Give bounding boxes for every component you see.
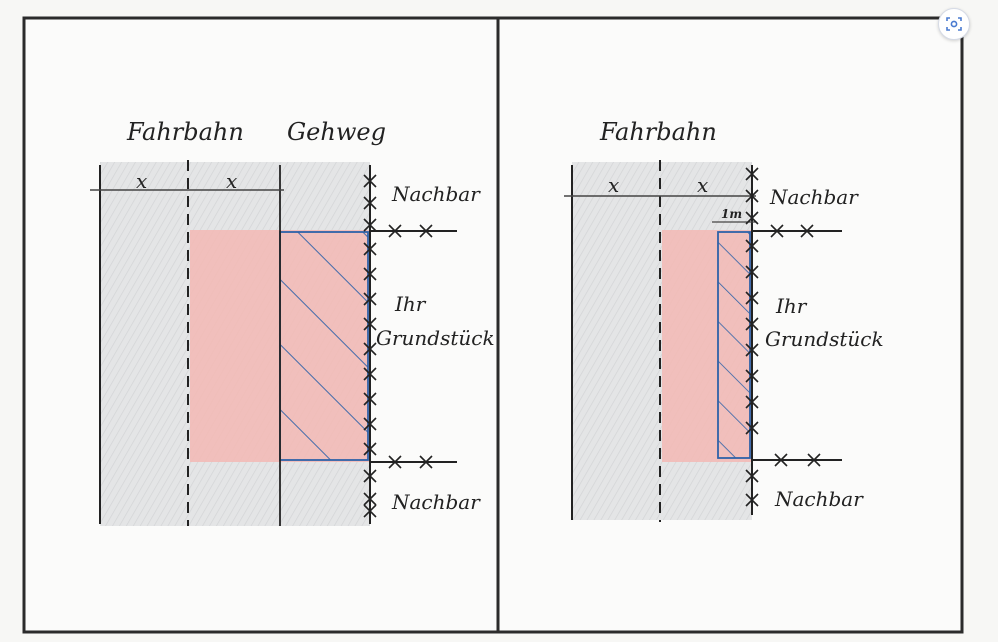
left-dim-mark-2: x xyxy=(226,169,237,193)
left-panel: Fahrbahn Gehweg x x Nachbar Ihr Grundstü… xyxy=(90,118,495,526)
right-fence-marks xyxy=(745,167,821,507)
left-property-label-line1: Ihr xyxy=(394,292,427,316)
right-panel: Fahrbahn x x 1m Nachbar Ihr Grundstück N… xyxy=(564,118,884,522)
left-neighbor-bottom-label: Nachbar xyxy=(391,490,481,514)
right-neighbor-bottom-label: Nachbar xyxy=(774,487,864,511)
left-fence-marks xyxy=(363,174,433,518)
left-neighbor-top-label: Nachbar xyxy=(391,182,481,206)
left-hatched-area xyxy=(280,232,368,460)
left-property-label-line2: Grundstück xyxy=(376,326,495,350)
left-dim-mark-1: x xyxy=(136,169,147,193)
lens-scan-button[interactable] xyxy=(938,8,970,40)
right-neighbor-top-label: Nachbar xyxy=(769,185,859,209)
right-dim-mark-2: x xyxy=(697,173,708,197)
right-property-label-line2: Grundstück xyxy=(765,327,884,351)
right-street-label: Fahrbahn xyxy=(599,118,717,146)
right-property-label-line1: Ihr xyxy=(775,294,808,318)
left-sidewalk-label: Gehweg xyxy=(287,118,386,146)
right-strip-width-label: 1m xyxy=(721,207,742,221)
right-hatched-strip xyxy=(718,232,750,458)
right-dim-mark-1: x xyxy=(608,173,619,197)
lens-scan-icon xyxy=(946,17,962,31)
left-street-label: Fahrbahn xyxy=(126,118,244,146)
